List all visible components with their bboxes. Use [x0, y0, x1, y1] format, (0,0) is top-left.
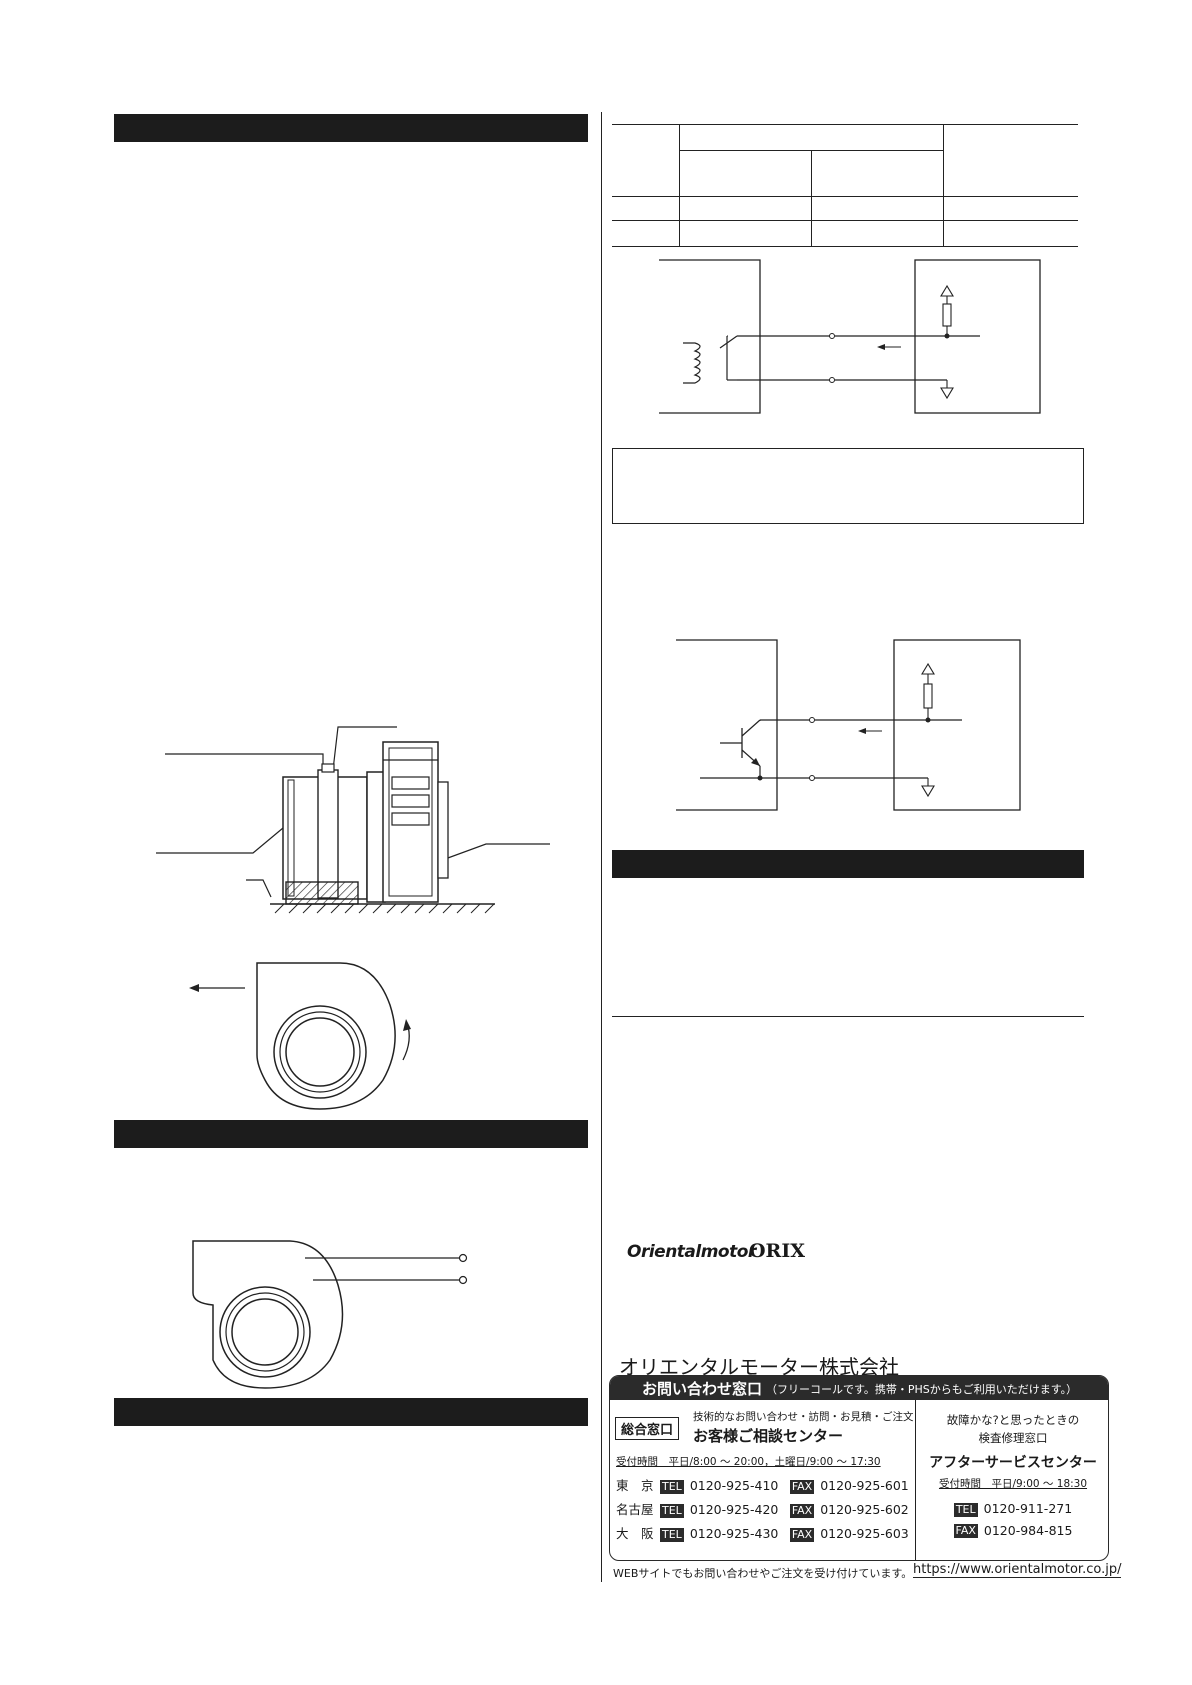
- after-service-fax: 0120-984-815: [983, 1522, 1073, 1538]
- transistor-output-circuit: [676, 639, 1021, 811]
- office-city: 名古屋: [616, 1502, 654, 1517]
- general-contact-subtitle: 技術的なお問い合わせ・訪問・お見積・ご注文: [693, 1411, 914, 1423]
- fax-label: FAX: [953, 1524, 978, 1538]
- tel-label: TEL: [953, 1502, 978, 1517]
- contact-panel: お問い合わせ窓口 （フリーコールです。携帯・PHSからもご利用いただけます。） …: [609, 1375, 1109, 1561]
- tel-label: TEL: [660, 1527, 684, 1542]
- section-header-bar-2: [114, 1120, 588, 1148]
- office-fax: 0120-925-601: [820, 1478, 909, 1493]
- after-service-center-name: アフターサービスセンター: [929, 1455, 1097, 1471]
- rotation-direction-diagram: [189, 962, 411, 1110]
- general-contact-hours: 受付時間 平日/8:00 ～ 20:00，土曜日/9:00 ～ 17:30: [616, 1456, 881, 1468]
- column-divider: [601, 112, 602, 1582]
- after-service-tel[interactable]: 0120-911-271: [983, 1501, 1073, 1516]
- office-city: 大 阪: [616, 1526, 654, 1541]
- note-box: [612, 448, 1084, 524]
- office-fax: 0120-925-603: [820, 1526, 909, 1541]
- tel-label: TEL: [660, 1479, 684, 1494]
- office-tel[interactable]: 0120-925-420: [689, 1502, 779, 1517]
- fax-label: FAX: [789, 1527, 815, 1542]
- section-divider-line: [612, 1016, 1084, 1017]
- oriental-motor-logo: Orientalmotor: [627, 1242, 756, 1262]
- relay-output-circuit: [659, 259, 1041, 414]
- contact-header-title: お問い合わせ窓口: [642, 1380, 763, 1398]
- installation-diagram: [156, 726, 550, 914]
- office-tel[interactable]: 0120-925-410: [689, 1478, 779, 1493]
- lead-wire-diagram: [192, 1240, 468, 1389]
- office-fax: 0120-925-602: [820, 1502, 909, 1517]
- after-service-hours: 受付時間 平日/9:00 ～ 18:30: [938, 1478, 1088, 1490]
- office-row-osaka: 大 阪 TEL 0120-925-430 FAX 0120-925-603: [616, 1523, 909, 1542]
- contact-divider: [915, 1400, 916, 1560]
- after-service-line1: 故障かな?と思ったときの: [946, 1413, 1080, 1427]
- after-service-tel-row: TEL 0120-911-271: [916, 1501, 1108, 1517]
- orix-logo: ORIX: [749, 1240, 805, 1262]
- after-service-block: 故障かな?と思ったときの 検査修理窓口 アフターサービスセンター 受付時間 平日…: [916, 1400, 1108, 1538]
- customer-center-name: お客様ご相談センター: [693, 1427, 844, 1445]
- office-row-tokyo: 東 京 TEL 0120-925-410 FAX 0120-925-601: [616, 1475, 909, 1494]
- office-city: 東 京: [616, 1478, 654, 1493]
- website-link[interactable]: https://www.orientalmotor.co.jp/: [913, 1562, 1122, 1578]
- contact-header-note: （フリーコールです。携帯・PHSからもご利用いただけます。）: [766, 1383, 1078, 1396]
- fax-label: FAX: [789, 1479, 815, 1494]
- section-header-bar-1: [114, 114, 588, 142]
- after-service-fax-row: FAX 0120-984-815: [916, 1522, 1108, 1538]
- section-header-bar-3: [114, 1398, 588, 1426]
- general-contact-badge: 総合窓口: [615, 1417, 680, 1440]
- office-row-nagoya: 名古屋 TEL 0120-925-420 FAX 0120-925-602: [616, 1499, 909, 1518]
- after-service-line2: 検査修理窓口: [978, 1431, 1048, 1445]
- office-tel[interactable]: 0120-925-430: [689, 1526, 779, 1541]
- contact-header: お問い合わせ窓口 （フリーコールです。携帯・PHSからもご利用いただけます。）: [610, 1376, 1108, 1400]
- tel-label: TEL: [660, 1503, 684, 1518]
- web-note: WEBサイトでもお問い合わせやご注文を受け付けています。: [613, 1567, 913, 1580]
- fax-label: FAX: [789, 1503, 815, 1518]
- section-header-bar-4: [612, 850, 1084, 878]
